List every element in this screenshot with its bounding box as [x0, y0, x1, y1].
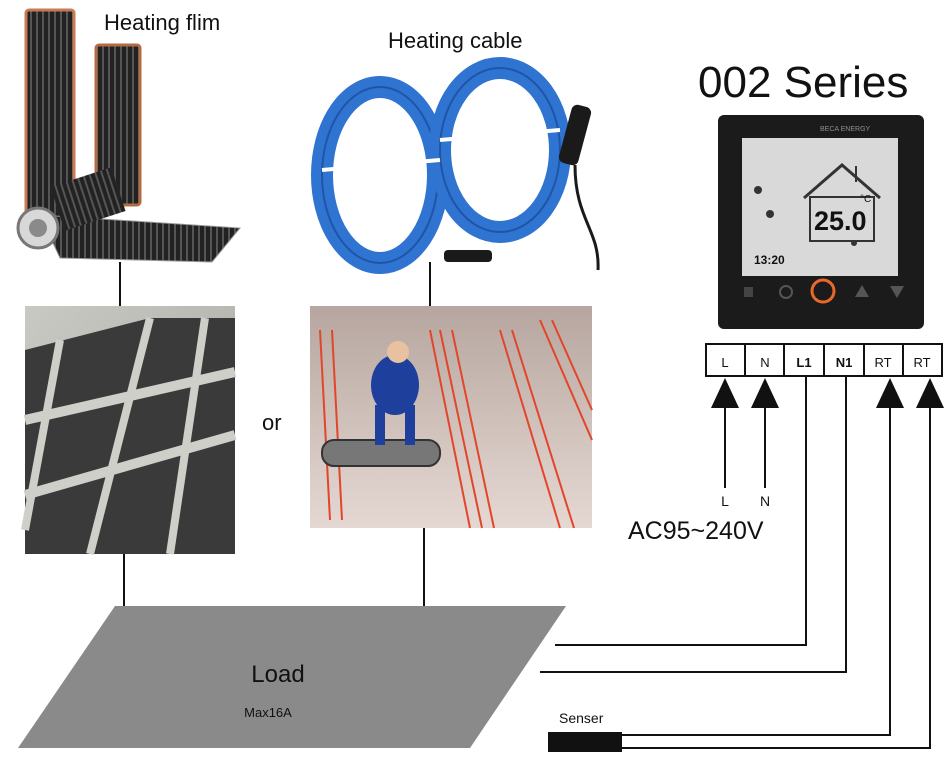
thermostat-brand: BECA ENERGY — [820, 126, 871, 133]
thermostat-buttons — [744, 278, 904, 304]
thermostat-clock: 13:20 — [754, 253, 785, 267]
heating-cable-floor-image — [310, 306, 593, 529]
thermostat-temperature: 25.0 — [814, 206, 867, 236]
or-label: or — [262, 410, 282, 435]
power-line-l: L — [721, 493, 729, 509]
arrow-n — [751, 378, 779, 408]
terminal-arrows — [711, 378, 944, 408]
sensor-probe — [548, 732, 622, 752]
load-max-label: Max16A — [244, 705, 292, 720]
arrow-rt-2 — [916, 378, 944, 408]
heating-film-floor-image — [21, 306, 237, 555]
thermostat-device — [718, 115, 924, 329]
power-button[interactable] — [810, 278, 836, 304]
arrow-l — [711, 378, 739, 408]
terminal-n: N — [760, 355, 769, 370]
voltage-label: AC95~240V — [628, 517, 764, 545]
terminal-l1: L1 — [796, 355, 811, 370]
terminal-block — [705, 343, 943, 377]
heating-cable-image — [311, 57, 600, 274]
terminal-l: L — [721, 355, 728, 370]
terminal-rt-2: RT — [913, 355, 930, 370]
heating-film-image — [16, 8, 242, 263]
menu-icon[interactable] — [744, 287, 753, 297]
series-label: 002 Series — [698, 58, 908, 107]
wires — [119, 262, 931, 749]
terminal-n1: N1 — [836, 355, 853, 370]
arrow-rt-1 — [876, 378, 904, 408]
terminal-rt-1: RT — [874, 355, 891, 370]
thermostat-unit: °C — [860, 194, 871, 205]
heating-cable-label: Heating cable — [388, 28, 523, 53]
power-line-n: N — [760, 493, 770, 509]
load-block — [18, 606, 566, 748]
load-label: Load — [251, 661, 304, 688]
down-arrow-icon[interactable] — [890, 286, 904, 298]
sensor-label: Senser — [559, 710, 604, 726]
up-arrow-icon[interactable] — [855, 285, 869, 297]
clock-icon[interactable] — [779, 285, 793, 299]
heating-film-label: Heating flim — [104, 10, 220, 35]
